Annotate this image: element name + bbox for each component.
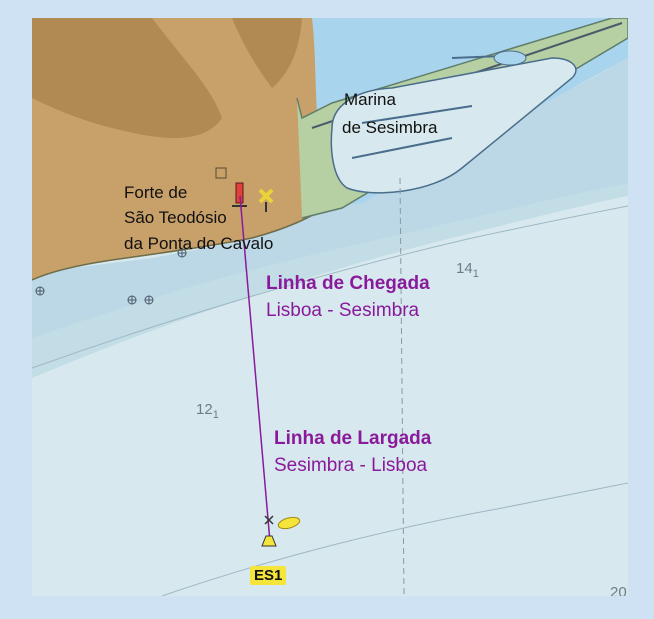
finish-line-route: Lisboa - Sesimbra — [266, 300, 420, 321]
start-line-title: Linha de Largada — [274, 428, 432, 449]
fort-label-2: São Teodósio — [124, 208, 227, 227]
fort-label-3: da Ponta do Cavalo — [124, 234, 274, 253]
sounding-12: 121 — [196, 401, 219, 421]
coastline — [32, 202, 333, 281]
high-land — [32, 18, 222, 138]
marina-jetty-end — [493, 50, 527, 66]
rocks — [35, 248, 187, 305]
depth-contour-2 — [161, 482, 628, 596]
nautical-chart[interactable]: Marina de Sesimbra Forte de São Teodósio… — [32, 18, 628, 596]
chart-graphics — [32, 18, 628, 596]
marina-basin — [330, 57, 577, 194]
start-line-route: Sesimbra - Lisboa — [274, 455, 428, 476]
race-line — [239, 195, 271, 543]
marina-label-1: Marina — [344, 90, 396, 109]
buoy-label: ES1 — [250, 566, 287, 585]
depth-contour-1 — [32, 205, 628, 369]
sounding-14: 141 — [456, 260, 479, 280]
fort-symbol — [215, 167, 227, 179]
finish-line-title: Linha de Chegada — [266, 273, 430, 294]
beacon-icon — [258, 188, 274, 212]
light-icon — [232, 182, 247, 207]
buoy-icon — [261, 515, 301, 547]
sounding-20: 20 — [610, 584, 627, 596]
high-land-east — [232, 18, 302, 88]
fort-label-1: Forte de — [124, 183, 188, 202]
pontoon-1 — [351, 137, 453, 159]
marina-label-2: de Sesimbra — [342, 118, 438, 137]
pontoon-3 — [451, 55, 503, 59]
shallow-area — [32, 58, 628, 338]
pontoon-2 — [361, 105, 473, 124]
